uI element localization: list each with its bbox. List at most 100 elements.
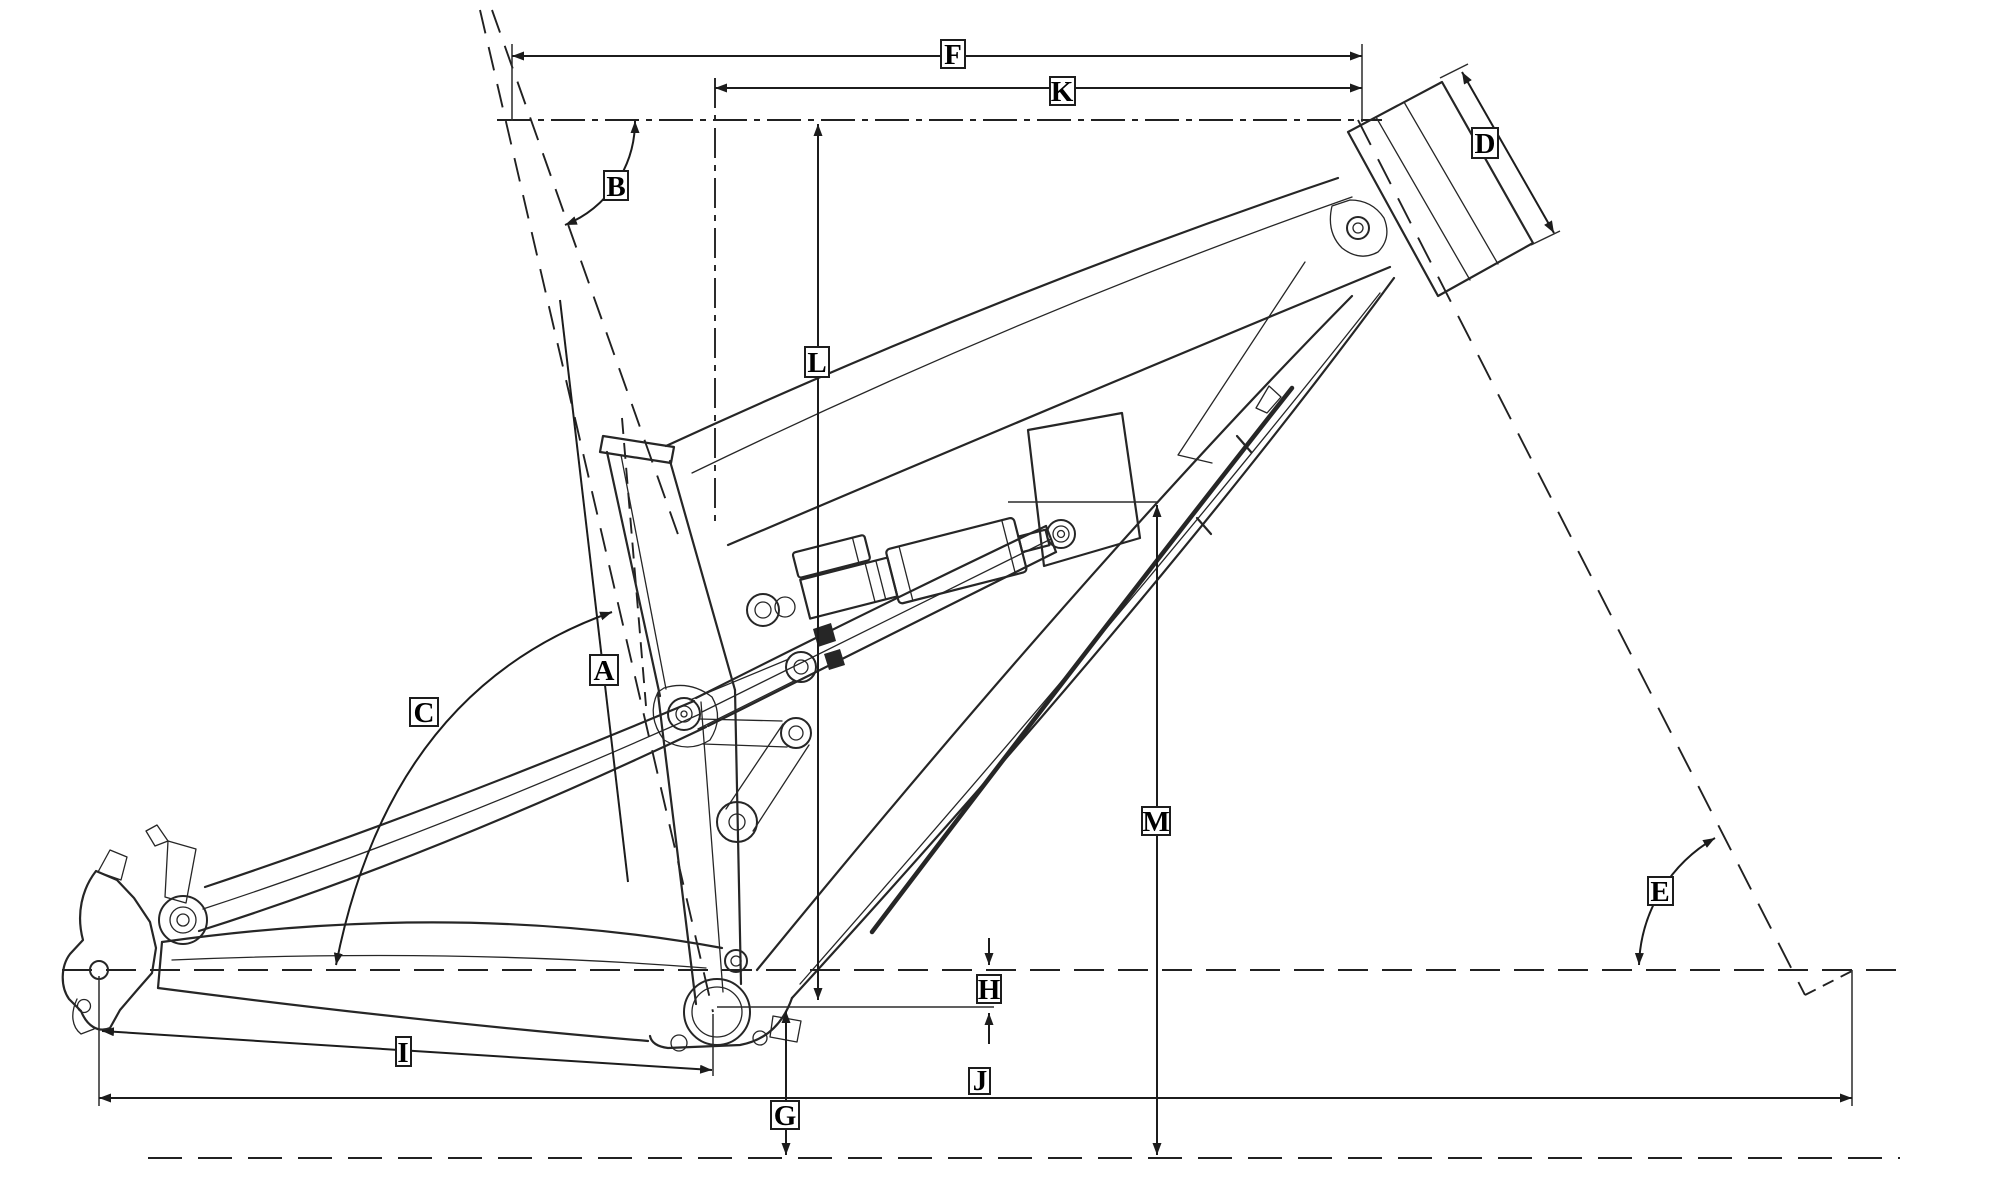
dim-label-M: M: [1141, 806, 1171, 838]
knuckle-body: [652, 684, 719, 748]
chainstay-inner-line: [171, 954, 707, 969]
top-tube-inner-line: [691, 196, 1353, 474]
effective-seat-axis-line: [479, 9, 714, 1013]
seat-tower-right-edge: [668, 459, 737, 692]
knuckle-pivot-inner: [680, 710, 688, 718]
shock-reservoir: [791, 534, 871, 579]
dimension-labels: F K B D L A C E: [395, 39, 1674, 1132]
dim-label-M-text: M: [1142, 806, 1169, 838]
bottle-boss-2: [1195, 516, 1213, 536]
dim-line-D: [1461, 71, 1555, 234]
dim-label-H: H: [976, 974, 1002, 1006]
fork-offset-line: [1804, 970, 1853, 996]
bb-shell: [683, 978, 751, 1046]
shock-shaft: [1017, 528, 1051, 554]
dropout-horn: [97, 849, 128, 881]
dropout-pivot-mid: [169, 906, 197, 934]
shock-body-ring-2: [864, 562, 876, 603]
dim-label-E-box: [1647, 876, 1674, 906]
top-tube-lower-edge: [726, 265, 1392, 547]
dim-label-G-text: G: [774, 1100, 797, 1132]
seat-tower-cap: [598, 434, 676, 465]
shock-mount-bolt-1: [813, 623, 836, 647]
ext-D-bottom: [1530, 230, 1561, 246]
construction-lines: [62, 9, 1900, 1159]
dim-label-D-text: D: [1475, 128, 1496, 160]
chainstay-upper-edge: [160, 921, 724, 950]
ext-D-top: [1439, 63, 1469, 79]
shock-mount-bolt-2: [824, 649, 845, 670]
shock-reservoir-cap: [851, 536, 860, 564]
down-tube-rear-edge: [755, 294, 1354, 972]
dim-label-C: C: [409, 697, 439, 729]
dim-label-I-box: [395, 1036, 412, 1067]
seatstay-brace-tip: [145, 824, 169, 847]
down-tube-front-edge: [790, 276, 1396, 1000]
dim-label-L: L: [804, 346, 830, 379]
headset-bolt: [1346, 216, 1370, 240]
head-tube: [1346, 80, 1535, 298]
chainstay-end-cap: [156, 940, 164, 990]
dim-label-H-box: [976, 974, 1002, 1004]
bb-shell-inner: [691, 986, 743, 1038]
knuckle-pivot-mid: [675, 705, 693, 723]
dim-label-D-box: [1471, 127, 1499, 159]
chainstay-front-pivot: [724, 949, 748, 973]
dim-label-L-box: [804, 346, 830, 378]
dim-label-J-box: [968, 1067, 991, 1095]
seat-axis-line-2: [491, 9, 681, 541]
link-pivot-mid: [780, 717, 812, 749]
dim-arc-C: [333, 611, 613, 966]
head-tube-inner-2: [1403, 101, 1499, 265]
top-tube-upper-edge: [664, 176, 1340, 448]
cable-port: [1255, 385, 1282, 414]
dim-label-D: D: [1471, 127, 1499, 160]
dropout-pivot: [158, 895, 208, 945]
dim-label-C-text: C: [414, 697, 435, 729]
dim-label-I: I: [395, 1036, 412, 1069]
link-pivot-mid-inner: [788, 725, 804, 741]
dim-label-F-text: F: [944, 39, 962, 71]
dim-label-H-text: H: [978, 974, 1001, 1006]
shock-upper-eyelet-inner: [1056, 529, 1066, 539]
link-pivot-lower: [716, 801, 758, 843]
dim-label-A: A: [589, 654, 619, 687]
seatstay-upper-edge: [203, 699, 696, 889]
dim-label-A-box: [589, 654, 619, 686]
dim-label-K-box: [1049, 76, 1076, 106]
dimension-lines: [99, 51, 1852, 1155]
bb-bolt-right: [752, 1030, 768, 1046]
dropout-pivot-inner: [176, 913, 190, 927]
dim-label-C-box: [409, 697, 439, 727]
link-pivot-upper-inner: [793, 659, 809, 675]
link-bar-2: [697, 680, 795, 730]
extension-lines: [98, 44, 1853, 1106]
dim-label-M-box: [1141, 806, 1171, 836]
shock-lower-washer: [774, 596, 796, 618]
link-bar-4: [702, 743, 788, 748]
upper-stay-inner-line: [701, 538, 1052, 713]
upper-stay-top-edge: [694, 524, 1048, 700]
seat-tower-centerline: [621, 417, 647, 707]
dim-label-B-box: [603, 170, 629, 201]
chainstay-front-pivot-inner: [730, 955, 742, 967]
dim-label-F: F: [940, 39, 966, 71]
link-bar-6: [752, 744, 810, 832]
dim-label-J-text: J: [973, 1065, 988, 1097]
dim-label-K: K: [1049, 76, 1076, 108]
dim-label-B: B: [603, 170, 629, 203]
chain-guide: [769, 1015, 802, 1043]
shock-can-cap-2: [898, 545, 914, 602]
dim-label-A-text: A: [594, 655, 615, 687]
dim-label-I-text: I: [397, 1037, 408, 1069]
seat-tube-inner-line: [700, 701, 724, 993]
dim-label-E-text: E: [1650, 876, 1669, 908]
dim-label-J: J: [968, 1065, 991, 1097]
head-gusset-line: [1177, 261, 1306, 464]
link-bar-3: [698, 718, 783, 722]
chainstay-lower-edge: [156, 986, 650, 1043]
link-pivot-upper: [785, 651, 817, 683]
headset-bolt-plate: [1329, 199, 1388, 257]
link-bar-1: [689, 658, 790, 701]
rear-shock: [791, 517, 1051, 620]
